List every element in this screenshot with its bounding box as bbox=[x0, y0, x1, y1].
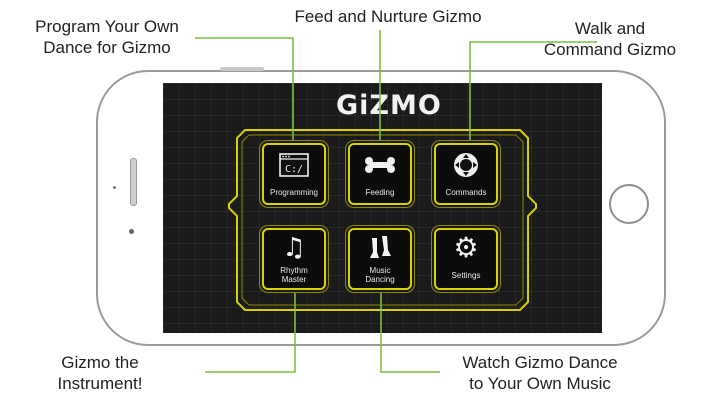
menu-tile-music-dancing[interactable]: Music Dancing bbox=[348, 228, 412, 290]
callout-line-programming bbox=[195, 37, 294, 148]
menu-tile-feeding[interactable]: Feeding bbox=[348, 143, 412, 205]
direction-pad-icon bbox=[454, 153, 478, 177]
callout-line-music bbox=[380, 290, 440, 373]
callout-line-commands bbox=[469, 41, 597, 148]
gizmo-logo: GiZMO bbox=[336, 90, 442, 121]
phone-sensor bbox=[113, 186, 116, 189]
callout-feeding: Feed and Nurture Gizmo bbox=[294, 7, 482, 26]
callout-programming: Program Your Own Dance for Gizmo bbox=[35, 17, 179, 57]
phone-side-button bbox=[220, 67, 264, 71]
app-screen bbox=[163, 83, 602, 333]
menu-label-settings: Settings bbox=[451, 271, 481, 280]
menu-label-feeding: Feeding bbox=[365, 188, 395, 197]
music-note-icon: ♫ bbox=[282, 233, 306, 263]
menu-label-rhythm-master: Rhythm Master bbox=[280, 266, 308, 284]
home-button[interactable] bbox=[609, 184, 649, 224]
gear-icon: ⚙ bbox=[453, 231, 479, 264]
callout-line-rhythm bbox=[205, 290, 296, 373]
menu-frame bbox=[228, 129, 537, 311]
phone-camera bbox=[129, 229, 134, 234]
menu-label-programming: Programming bbox=[269, 188, 318, 197]
menu-tile-programming[interactable]: C:/ Programming bbox=[262, 143, 326, 205]
terminal-icon: C:/ bbox=[279, 153, 309, 177]
bone-icon bbox=[365, 157, 395, 173]
menu-tile-rhythm-master[interactable]: ♫ Rhythm Master bbox=[262, 228, 326, 290]
callout-music: Watch Gizmo Dance to Your Own Music bbox=[462, 353, 618, 393]
menu-tile-settings[interactable]: ⚙ Settings bbox=[434, 228, 498, 290]
phone-speaker bbox=[130, 158, 137, 206]
callout-commands: Walk and Command Gizmo bbox=[543, 19, 677, 59]
callout-rhythm: Gizmo the Instrument! bbox=[57, 353, 143, 393]
menu-tile-commands[interactable]: Commands bbox=[434, 143, 498, 205]
terminal-glyph: C:/ bbox=[285, 164, 303, 175]
menu-label-music-dancing: Music Dancing bbox=[365, 266, 395, 284]
dancing-feet-icon bbox=[370, 236, 391, 258]
callout-lines bbox=[195, 30, 597, 373]
menu-label-commands: Commands bbox=[445, 188, 487, 197]
